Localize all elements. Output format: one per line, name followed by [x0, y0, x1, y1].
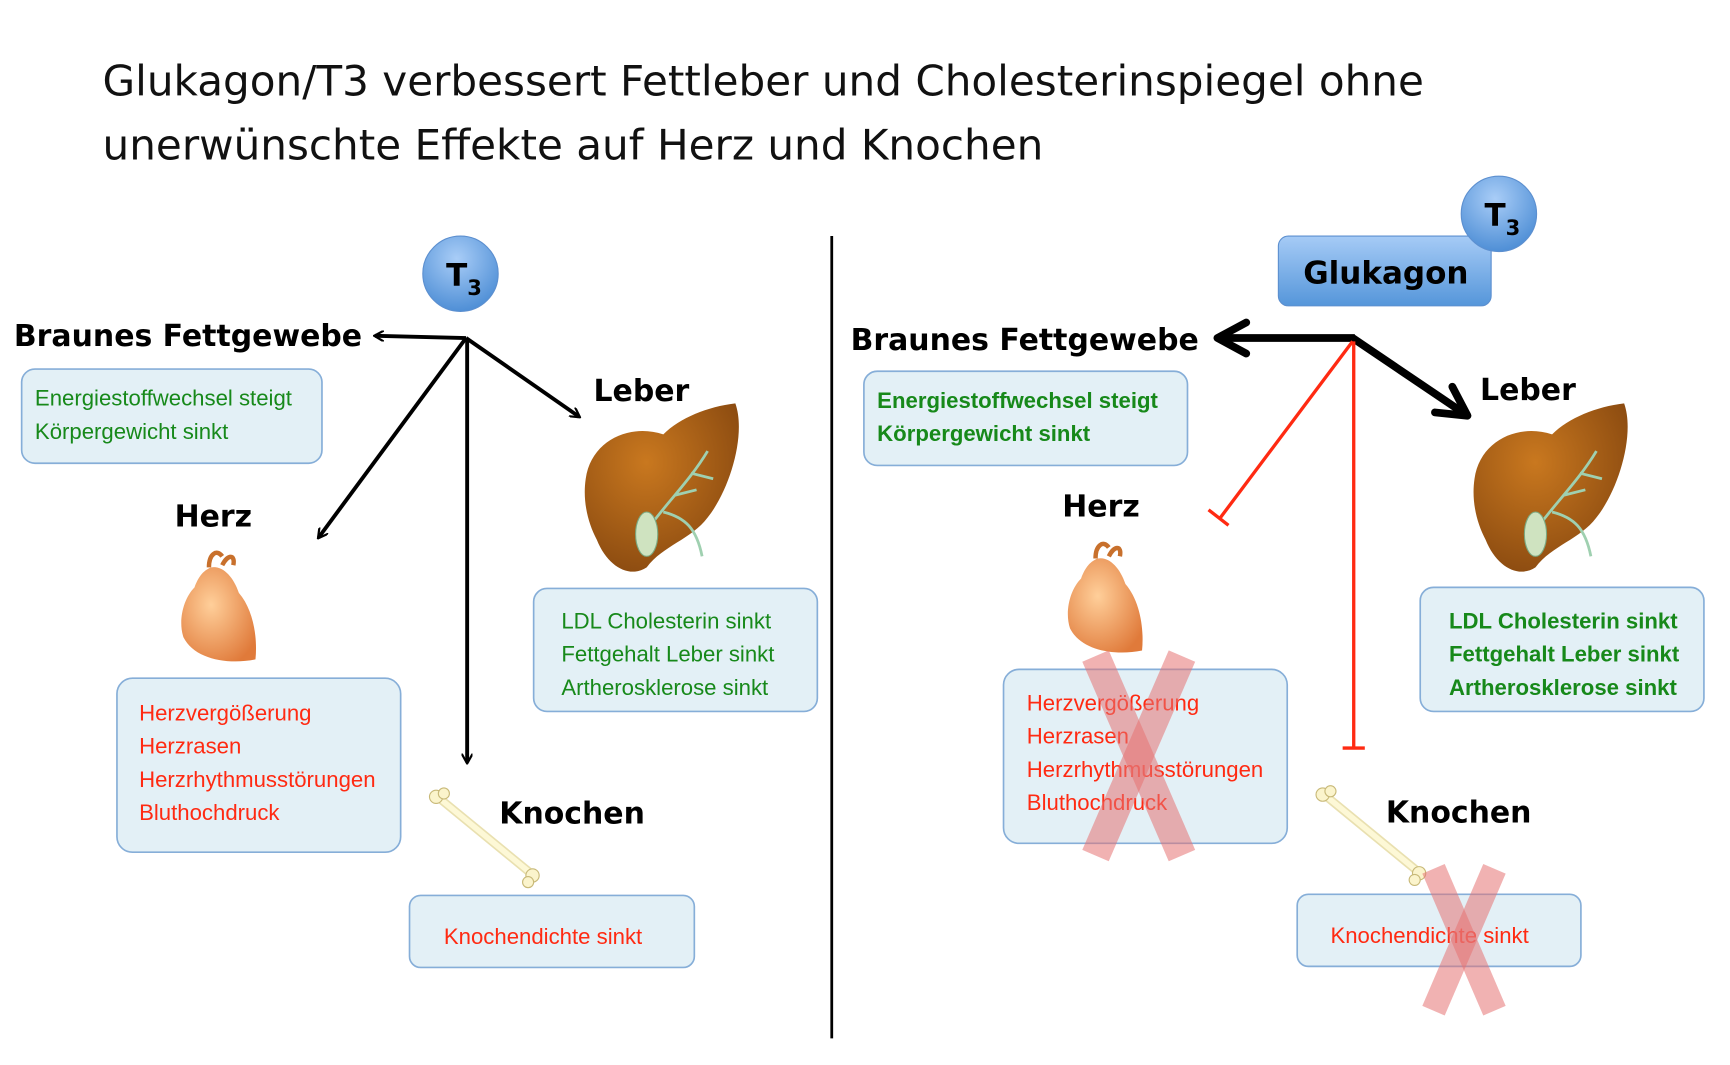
heart-label: Herz: [1062, 489, 1139, 524]
brown-fat-label: Braunes Fettgewebe: [14, 319, 362, 354]
heart-label: Herz: [175, 499, 252, 534]
effect-arrows: [319, 336, 579, 763]
brown-fat-effects-box: [20, 368, 323, 465]
effect-text: Knochendichte sinkt: [1330, 923, 1528, 948]
heart-icon: [181, 553, 256, 662]
cross-out-icon: [1082, 650, 1196, 862]
heart-effects-box: [116, 677, 402, 854]
glukagon-label: Glukagon: [1303, 256, 1468, 292]
effect-text: Fettgehalt Leber sinkt: [1449, 642, 1680, 667]
liver-effects-box: [532, 587, 819, 713]
cross-out-icon: [1422, 864, 1506, 1016]
bone-label: Knochen: [499, 796, 645, 831]
effect-text: Bluthochdruck: [139, 800, 280, 825]
effect-text: LDL Cholesterin sinkt: [1449, 608, 1678, 633]
effect-text: Herzvergößerung: [139, 700, 311, 725]
left-panel: T3 Braunes Fettgewebe Energiestoffwechse…: [14, 235, 819, 969]
liver-icon: [583, 402, 741, 574]
effect-text: Energiestoffwechsel steigt: [35, 386, 292, 411]
liver-label: Leber: [1480, 373, 1576, 408]
t3-label: T3: [1484, 198, 1520, 240]
effect-text: Artherosklerose sinkt: [1449, 675, 1677, 700]
effect-text: Knochendichte sinkt: [444, 924, 642, 949]
glukagon-badge: [1277, 235, 1492, 307]
liver-icon: [1472, 402, 1630, 574]
t3-label: T3: [446, 258, 482, 300]
t3-badge: [1460, 175, 1538, 253]
effect-text: Herzrasen: [139, 734, 241, 759]
liver-label: Leber: [593, 374, 689, 409]
effect-arrows: [1213, 318, 1472, 420]
right-panel: Glukagon T3 Braunes Fettgewebe Energiest…: [851, 175, 1705, 1016]
title-line-2: unerwünschte Effekte auf Herz und Knoche…: [103, 121, 1044, 170]
brown-fat-effects-box: [863, 370, 1189, 467]
effect-text: Körpergewicht sinkt: [35, 419, 228, 444]
heart-icon: [1068, 544, 1143, 653]
bone-effects-box: [408, 894, 696, 969]
t3-badge: [422, 235, 499, 312]
bone-label: Knochen: [1386, 795, 1532, 830]
effect-text: Fettgehalt Leber sinkt: [561, 642, 774, 667]
effect-text: LDL Cholesterin sinkt: [561, 608, 771, 633]
liver-effects-box: [1419, 586, 1705, 713]
effect-text: Energiestoffwechsel steigt: [877, 388, 1158, 413]
title-line-1: Glukagon/T3 verbessert Fettleber und Cho…: [103, 56, 1424, 105]
effect-text: Herzrhythmusstörungen: [139, 767, 375, 792]
effect-text: Artherosklerose sinkt: [561, 675, 768, 700]
effect-text: Körpergewicht sinkt: [877, 421, 1091, 446]
inhibition-lines: [1207, 340, 1365, 750]
brown-fat-label: Braunes Fettgewebe: [851, 323, 1199, 358]
